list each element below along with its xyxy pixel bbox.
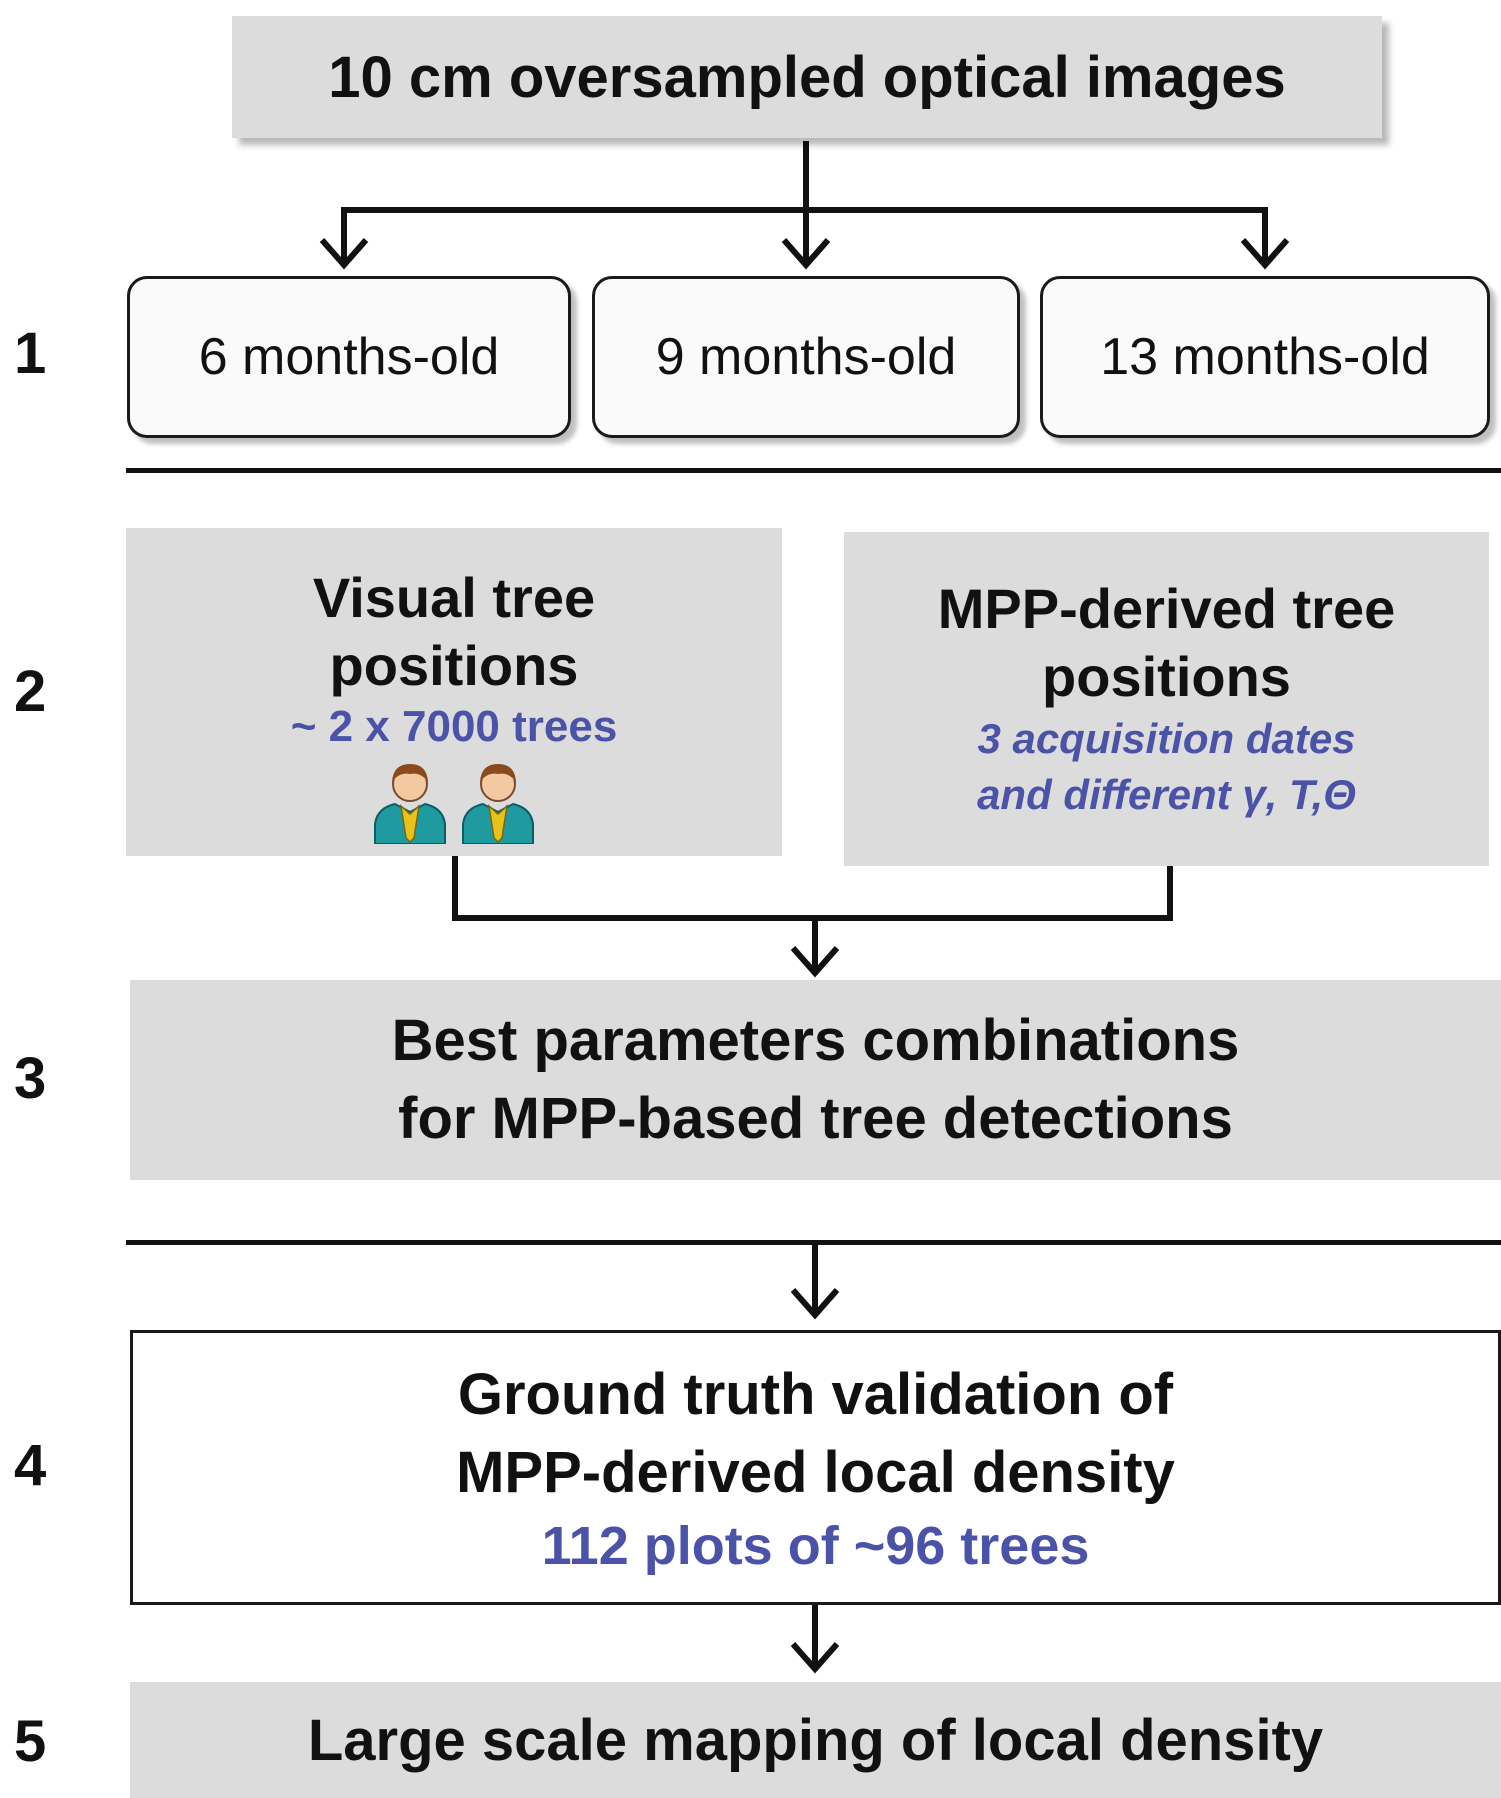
mapping-title: Large scale mapping of local density [307, 1707, 1324, 1773]
age-label: 6 months-old [198, 328, 500, 386]
person-icon [374, 764, 446, 844]
step-number-3: 3 [14, 1046, 47, 1111]
mapping-box: Large scale mapping of local density [130, 1682, 1501, 1798]
visual-positions-title: Visual tree [312, 566, 596, 629]
step-number-4: 4 [14, 1433, 47, 1498]
person-icon [462, 764, 534, 844]
step-number-5: 5 [14, 1709, 47, 1774]
age-box-6-months: 6 months-old [127, 276, 571, 438]
mpp-positions-box: MPP-derived tree positions 3 acquisition… [844, 532, 1489, 866]
mpp-positions-title-2: positions [1042, 645, 1291, 708]
step-number-1: 1 [14, 321, 47, 386]
visual-positions-note: ~ 2 x 7000 trees [290, 702, 618, 751]
age-box-9-months: 9 months-old [592, 276, 1020, 438]
ground-truth-box: Ground truth validation of MPP-derived l… [130, 1330, 1501, 1605]
best-parameters-box: Best parameters combinations for MPP-bas… [130, 980, 1501, 1180]
age-label: 9 months-old [655, 328, 957, 386]
section-divider [126, 468, 1501, 473]
mpp-positions-title: MPP-derived tree [937, 577, 1396, 640]
ground-truth-note: 112 plots of ~96 trees [541, 1515, 1090, 1576]
ground-truth-title: Ground truth validation of [457, 1361, 1174, 1427]
mpp-positions-note: 3 acquisition dates [977, 715, 1356, 762]
mpp-positions-note-2: and different γ, T,Θ [977, 771, 1356, 818]
observer-icons [373, 758, 535, 844]
section-divider [126, 1240, 1501, 1245]
visual-positions-title-2: positions [329, 634, 579, 697]
best-parameters-text-2: for MPP-based tree detections [398, 1086, 1233, 1151]
visual-positions-box: Visual tree positions ~ 2 x 7000 trees [126, 528, 782, 856]
step-number-2: 2 [14, 659, 47, 724]
age-box-13-months: 13 months-old [1040, 276, 1490, 438]
source-images-title: 10 cm oversampled optical images [328, 44, 1286, 110]
best-parameters-text: Best parameters combinations [391, 1008, 1240, 1073]
ground-truth-title-2: MPP-derived local density [456, 1439, 1175, 1505]
age-label: 13 months-old [1100, 328, 1430, 386]
source-images-box: 10 cm oversampled optical images [232, 16, 1382, 138]
